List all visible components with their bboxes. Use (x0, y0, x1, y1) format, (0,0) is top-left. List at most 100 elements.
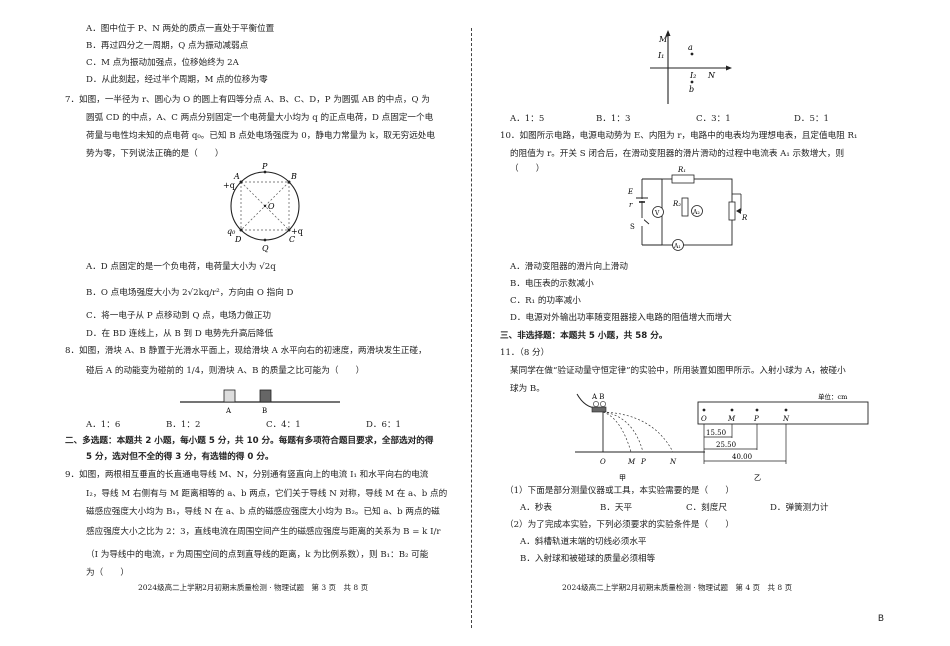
q7-line-4: 势为零，下列说法正确的是（ ） (86, 149, 224, 159)
q11-part1-option-c: C．刻度尺 (686, 503, 727, 513)
q9-option-c: C．3：1 (696, 114, 731, 124)
q10-label-e: E (627, 188, 633, 196)
q10-line-1: 10．如图所示电路，电源电动势为 E、内阻为 r，电路中的电表均为理想电表，且定… (500, 131, 858, 141)
q11-line-2: 球为 B。 (510, 384, 545, 394)
q6-option-a: A．图中位于 P、N 两处的质点一直处于平衡位置 (86, 24, 275, 34)
q11-header: 11．（8 分） (500, 348, 550, 358)
q11-unit-label: 单位：cm (818, 392, 847, 401)
q11-caption-jia: 甲 (619, 474, 626, 482)
q11-distance-op: 25.50 (716, 441, 736, 449)
q10-label-s: S (630, 223, 635, 231)
q7-label-a: A (233, 172, 240, 181)
q7-line-1: 7．如图，一半径为 r、圆心为 O 的圆上有四等分点 A、B、C、D，P 为圆弧… (65, 95, 430, 105)
q8-blocks-figure: A B (180, 389, 340, 415)
q11-part1-option-a: A．秒表 (520, 503, 552, 513)
q11-line-1: 某同学在做“验证动量守恒定律”的实验中，所用装置如图甲所示。入射小球为 A，被碰… (510, 366, 846, 376)
left-footer: 2024级高二上学期2月初期末质量检测 · 物理试题 第 3 页 共 8 页 (138, 583, 369, 592)
q7-label-plusq-left: +q (223, 181, 235, 190)
q11-scale-o: O (701, 415, 707, 423)
q7-option-d: D．在 BD 连线上，从 B 到 D 电势先升高后降低 (86, 329, 274, 339)
q11-floor-p: P (640, 458, 646, 466)
q10-label-a1: A₁ (673, 243, 681, 250)
q7-line-2: 圆弧 CD 的中点，A、C 两点分别固定一个电荷量大小均为 q 的正点电荷，D … (86, 113, 434, 123)
q9-wires-figure: M I₁ a I₂ N b (650, 30, 732, 104)
q9-line-5: （I 为导线中的电流，r 为周围空间的点到直导线的距离，k 为比例系数），则 B… (86, 550, 429, 560)
q10-label-r1: R₁ (677, 166, 686, 174)
q10-label-rheostat: R (741, 214, 748, 222)
q7-circle-figure: P A B +q O q₀ D +q C Q (223, 162, 303, 253)
q9-label-m: M (658, 35, 668, 44)
q7-label-q: Q (262, 244, 269, 253)
q7-label-c: C (289, 235, 295, 244)
q8-option-d: D．6：1 (366, 420, 402, 430)
q10-option-d: D．电源对外输出功率随变阻器接入电路的阻值增大而增大 (510, 313, 732, 323)
q10-option-b: B．电压表的示数减小 (510, 279, 594, 289)
q9-line-1: 9．如图，两根相互垂直的长直通电导线 M、N，分别通有竖直向上的电流 I₁ 和水… (65, 470, 429, 480)
q11-part2-option-a: A．斜槽轨道末端的切线必须水平 (520, 537, 647, 547)
q7-label-d: D (234, 235, 242, 244)
q10-label-r2: R₂ (672, 200, 681, 208)
q9-line-6: 为（ ） (86, 568, 129, 578)
q9-label-i2: I₂ (689, 71, 696, 80)
q11-part2-question: （2）为了完成本实验，下列必须要求的实验条件是（ ） (505, 520, 734, 530)
q11-label-ab: A B (591, 393, 604, 401)
q11-apparatus-figure: A B O M P N 甲 (575, 393, 705, 482)
right-footer: 2024级高二上学期2月初期末质量检测 · 物理试题 第 4 页 共 8 页 (562, 583, 793, 592)
q11-floor-n: N (669, 458, 677, 466)
q10-circuit-figure: E r S R₁ V R₂ A₂ R A₁ (627, 166, 748, 251)
q9-line-2: I₂，导线 M 右侧有与 M 距离相等的 a、b 两点，它们关于导线 N 对称，… (86, 489, 448, 499)
section-3-heading: 三、非选择题：本题共 5 小题，共 58 分。 (500, 331, 668, 341)
q10-line-2: 的阻值为 r。开关 S 闭合后，在滑动变阻器的滑片滑动的过程中电流表 A₁ 示数… (510, 149, 845, 159)
q11-floor-o: O (600, 458, 606, 466)
q7-option-b: B．O 点电场强度大小为 2√2kq/r²，方向由 O 指向 D (86, 288, 294, 298)
q11-scale-figure: 单位：cm O M P N 15.50 25.50 40.00 乙 (697, 392, 869, 482)
q9-label-a: a (688, 43, 693, 52)
q6-option-d: D．从此刻起，经过半个周期，M 点的位移为零 (86, 75, 268, 85)
q9-option-a: A．1：5 (510, 114, 545, 124)
q8-option-b: B．1：2 (166, 420, 201, 430)
section-2-heading-line-1: 二、多选题：本题共 2 小题，每小题 5 分，共 10 分。每题有多项符合题目要… (65, 436, 434, 446)
q8-option-a: A．1：6 (86, 420, 121, 430)
q10-option-a: A．滑动变阻器的滑片向上滑动 (510, 262, 628, 272)
q10-label-r-internal: r (629, 201, 633, 209)
q11-part2-option-b: B．入射球和被碰球的质量必须相等 (520, 554, 656, 564)
section-2-heading-line-2: 5 分，选对但不全的得 3 分，有选错的得 0 分。 (86, 452, 274, 462)
q7-label-plusq-right: +q (291, 227, 303, 236)
q9-label-n: N (707, 71, 716, 80)
q11-caption-yi: 乙 (754, 474, 761, 482)
q9-option-b: B．1：3 (596, 114, 631, 124)
q7-label-q0: q₀ (227, 227, 236, 236)
q10-line-3: （ ） (510, 164, 545, 174)
q11-distance-on: 40.00 (732, 453, 752, 461)
q9-line-4: 感应强度大小之比为 2：3，直线电流在周围空间产生的磁感应强度与距离的关系为 B… (86, 527, 441, 537)
q9-label-i1: I₁ (657, 51, 664, 60)
q8-option-c: C．4：1 (266, 420, 301, 430)
q7-label-o: O (268, 202, 275, 211)
q11-part1-question: （1）下面是部分测量仪器或工具，本实验需要的是（ ） (505, 486, 734, 496)
q11-scale-p: P (753, 415, 759, 423)
q7-option-c: C．将一电子从 P 点移动到 Q 点，电场力做正功 (86, 311, 272, 321)
q10-label-v: V (654, 210, 660, 217)
q11-scale-m: M (727, 415, 736, 423)
q6-option-b: B．再过四分之一周期，Q 点为振动减弱点 (86, 41, 249, 51)
q8-label-a: A (225, 407, 232, 415)
q8-label-b: B (262, 407, 267, 415)
q11-distance-om: 15.50 (706, 429, 726, 437)
q9-label-b: b (689, 85, 694, 94)
q10-option-c: C．R₁ 的功率减小 (510, 296, 581, 306)
q7-label-b: B (290, 172, 297, 181)
q6-option-c: C．M 点为振动加强点，位移始终为 2A (86, 58, 239, 68)
q11-part1-option-b: B．天平 (600, 503, 633, 513)
page-mark: B (877, 614, 884, 624)
q8-line-2: 碰后 A 的动能变为碰前的 1/4，则滑块 A、B 的质量之比可能为（ ） (86, 366, 365, 376)
page-divider (471, 28, 472, 628)
q10-label-a2: A₂ (692, 209, 700, 216)
q7-label-p: P (261, 162, 268, 171)
q9-option-d: D．5：1 (794, 114, 830, 124)
q7-option-a: A．D 点固定的是一个负电荷，电荷量大小为 √2q (86, 262, 276, 272)
q7-line-3: 荷量与电性均未知的点电荷 q₀。已知 B 点处电场强度为 0，静电力常量为 k，… (86, 131, 435, 141)
q8-line-1: 8．如图，滑块 A、B 静置于光滑水平面上，现给滑块 A 水平向右的初速度，两滑… (65, 346, 427, 356)
q11-floor-m: M (627, 458, 636, 466)
q11-scale-n: N (782, 415, 790, 423)
q9-line-3: 磁感应强度大小均为 B₁，导线 N 在 a、b 点的磁感应强度大小均为 B₂。已… (86, 507, 440, 517)
